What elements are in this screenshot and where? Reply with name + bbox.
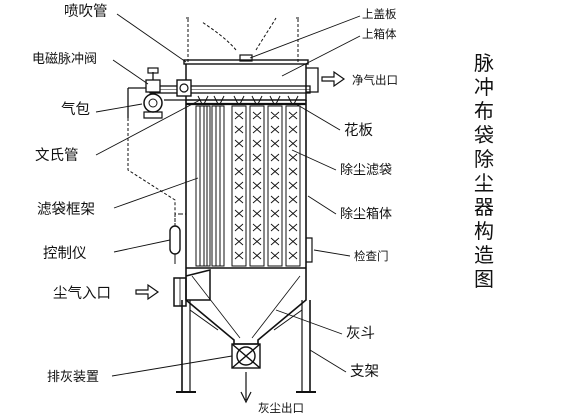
filter-bag: [231, 105, 247, 267]
label-controller: 控制仪: [43, 245, 87, 262]
filter-bag: [249, 105, 265, 267]
solenoid-valve-and-air-bag: [127, 67, 186, 119]
flow-arrows: [135, 70, 346, 404]
title-char: 图: [474, 267, 494, 291]
label-inlet: 尘气入口: [53, 285, 111, 302]
label-top-cover: 上盖板: [362, 7, 397, 21]
label-filter-bag: 除尘滤袋: [340, 163, 392, 178]
label-dust-outlet: 灰尘出口: [258, 401, 304, 415]
title-char: 布: [474, 99, 494, 123]
support-frame: [176, 300, 316, 393]
label-tube-sheet: 花板: [344, 121, 373, 139]
label-upper-box: 上箱体: [362, 27, 397, 41]
label-hopper: 灰斗: [346, 325, 375, 342]
filter-bags: [231, 105, 301, 267]
title-char: 冲: [474, 75, 494, 99]
upper-box: [185, 64, 319, 101]
filter-bag: [285, 105, 301, 267]
leader-lines: [95, 13, 361, 377]
title-char: 构: [474, 219, 494, 243]
label-support: 支架: [350, 363, 379, 380]
label-inspection-door: 检查门: [354, 249, 389, 263]
title-char: 造: [474, 243, 494, 267]
label-discharge: 排灰装置: [47, 370, 99, 385]
title-char: 脉: [474, 51, 494, 75]
label-clean-outlet: 净气出口: [352, 73, 398, 87]
dust-box-body: [185, 100, 313, 268]
top-cover-plate: [183, 54, 309, 65]
title-char: 尘: [474, 171, 494, 195]
title-char: 器: [474, 195, 494, 219]
filter-bag: [267, 105, 283, 267]
rotary-discharge-valve: [231, 343, 261, 369]
label-bag-frame: 滤袋框架: [37, 201, 95, 218]
bag-frame-left: [195, 105, 225, 267]
title-char: 除: [474, 147, 494, 171]
venturi-tubes: [197, 95, 299, 105]
label-dust-box: 除尘箱体: [340, 206, 392, 222]
label-solenoid-valve: 电磁脉冲阀: [32, 52, 97, 67]
label-blowpipe: 喷吹管: [64, 3, 108, 20]
inlet-duct: [173, 269, 211, 307]
blowpipe-assembly: [149, 79, 311, 97]
ash-hopper: [185, 267, 307, 345]
label-venturi: 文氏管: [35, 147, 79, 164]
controller-unit: [127, 118, 186, 264]
label-air-bag: 气包: [61, 101, 90, 118]
title-char: 袋: [474, 123, 494, 147]
